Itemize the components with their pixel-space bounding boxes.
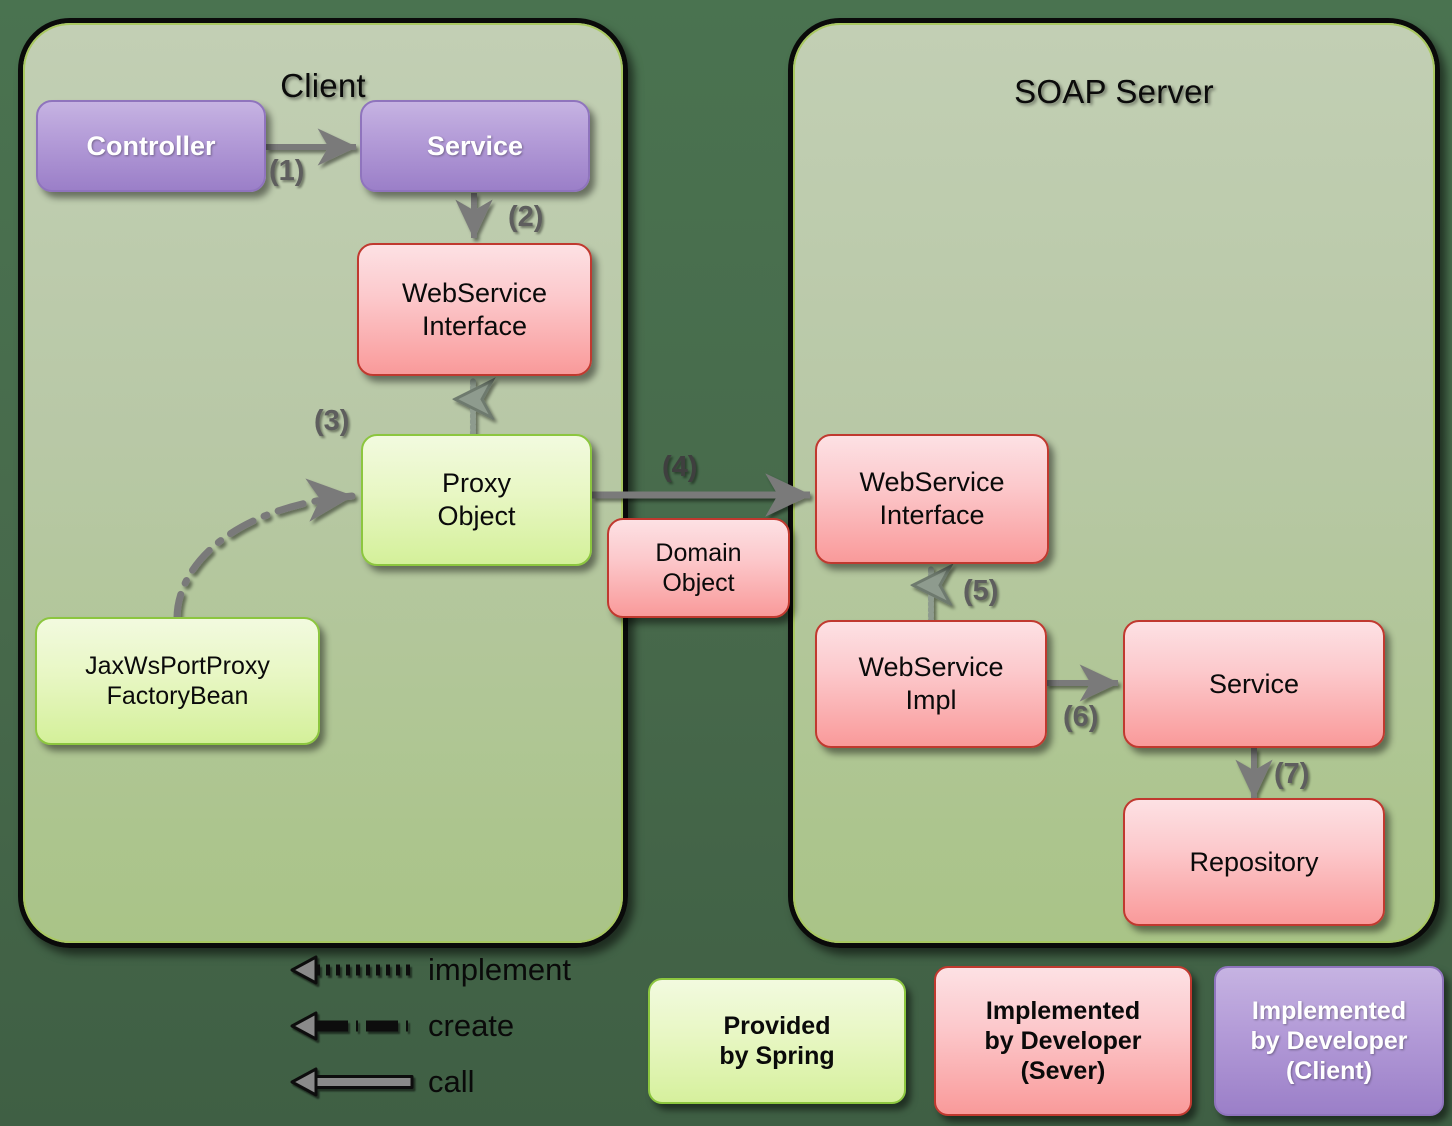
node-jaxws-portproxy-factorybean[interactable]: JaxWsPortProxy FactoryBean <box>35 617 320 745</box>
step-label-5: (5) <box>963 575 999 607</box>
call-arrow-icon <box>290 1067 414 1097</box>
legend-row-create: create <box>286 1004 514 1048</box>
node-client-service[interactable]: Service <box>360 100 590 192</box>
step-label-7: (7) <box>1274 758 1310 790</box>
node-client-webservice-interface-label: WebService Interface <box>401 277 548 341</box>
legend-arrow-styles: implement create <box>286 948 626 1099</box>
legend-box-implemented-by-developer-server: Implemented by Developer (Sever) <box>934 966 1192 1116</box>
step-label-1: (1) <box>269 155 305 187</box>
node-controller-label: Controller <box>86 130 216 161</box>
node-repository-label: Repository <box>1189 846 1319 877</box>
node-domain-object-label: Domain Object <box>655 538 742 598</box>
legend-box-implemented-by-developer-client: Implemented by Developer (Client) <box>1214 966 1444 1116</box>
node-server-webservice-impl[interactable]: WebService Impl <box>815 620 1047 748</box>
step-label-6: (6) <box>1063 701 1099 733</box>
legend-box-provided-by-spring: Provided by Spring <box>648 978 906 1104</box>
panel-soap-server-title: SOAP Server <box>1014 73 1214 110</box>
implement-arrow-icon <box>290 955 412 985</box>
step-label-2: (2) <box>508 201 544 233</box>
node-server-service-label: Service <box>1208 668 1300 699</box>
legend-label-implement: implement <box>428 952 571 987</box>
node-client-webservice-interface[interactable]: WebService Interface <box>357 243 592 376</box>
step-label-4: (4) <box>662 451 698 483</box>
legend-box-implemented-by-developer-client-label: Implemented by Developer (Client) <box>1250 997 1408 1085</box>
node-jaxws-portproxy-factorybean-label: JaxWsPortProxy FactoryBean <box>85 651 270 711</box>
node-domain-object[interactable]: Domain Object <box>607 518 790 618</box>
step-label-3: (3) <box>314 405 350 437</box>
node-server-webservice-interface-label: WebService Interface <box>859 467 1005 530</box>
legend-box-provided-by-spring-label: Provided by Spring <box>719 1012 835 1070</box>
legend-label-call: call <box>428 1064 475 1099</box>
legend-row-call: call <box>286 1060 475 1104</box>
node-proxy-object-label: Proxy Object <box>437 468 516 531</box>
create-arrow-icon <box>290 1011 412 1041</box>
node-controller[interactable]: Controller <box>36 100 266 192</box>
legend-row-implement: implement <box>286 948 571 992</box>
legend-label-create: create <box>428 1008 515 1043</box>
node-server-webservice-impl-label: WebService Impl <box>858 652 1004 715</box>
node-repository[interactable]: Repository <box>1123 798 1385 926</box>
node-server-webservice-interface[interactable]: WebService Interface <box>815 434 1049 564</box>
node-server-service[interactable]: Service <box>1123 620 1385 748</box>
node-client-service-label: Service <box>426 130 524 161</box>
panel-client-title: Client <box>280 67 366 104</box>
legend-box-implemented-by-developer-server-label: Implemented by Developer (Sever) <box>984 997 1142 1085</box>
node-proxy-object[interactable]: Proxy Object <box>361 434 592 566</box>
